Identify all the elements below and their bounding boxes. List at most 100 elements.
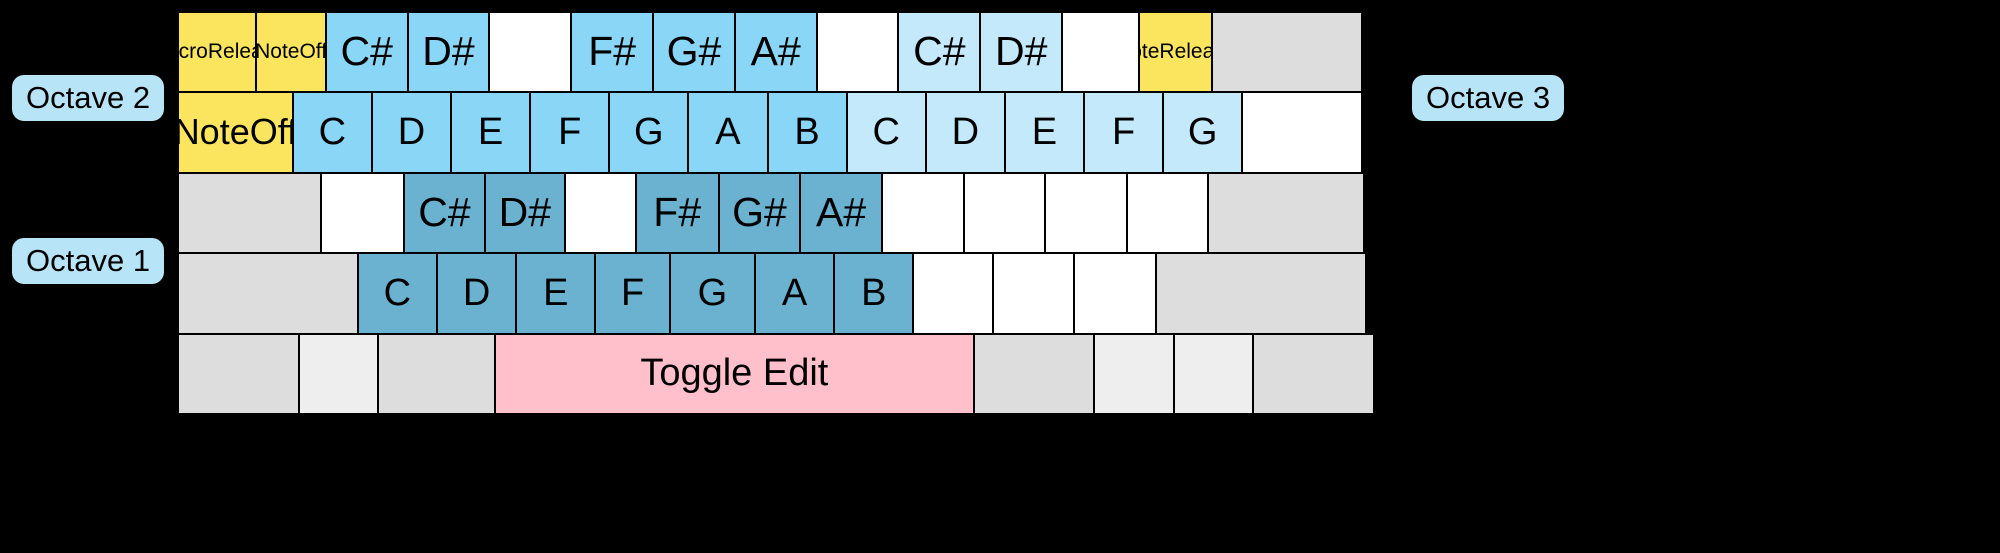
key-blank-r0c8 bbox=[815, 11, 900, 94]
key-label-line: B bbox=[861, 271, 887, 314]
key-label-line: C# bbox=[418, 189, 471, 236]
key-blank-r3c11 bbox=[1154, 252, 1367, 335]
key-label-line: E bbox=[477, 111, 504, 154]
key-blank-r3c10 bbox=[1073, 252, 1157, 335]
key-blank-r2c4 bbox=[564, 171, 637, 255]
key-csharp-r0c2[interactable]: C# bbox=[324, 11, 409, 94]
key-f-r1c11[interactable]: F bbox=[1083, 91, 1165, 174]
key-note-release-r0c12[interactable]: NoteRelease bbox=[1138, 11, 1214, 94]
key-blank-r2c1 bbox=[320, 171, 406, 255]
key-blank-r3c8 bbox=[912, 252, 994, 335]
key-blank-r2c12 bbox=[1207, 171, 1365, 255]
key-e-r1c3[interactable]: E bbox=[450, 91, 532, 174]
key-blank-r0c13 bbox=[1211, 11, 1363, 94]
key-label-line: Toggle Edit bbox=[640, 352, 829, 395]
key-label-line: C bbox=[872, 111, 900, 154]
key-csharp-r2c2[interactable]: C# bbox=[403, 171, 486, 255]
key-label-line: B bbox=[794, 111, 820, 154]
key-dsharp-r0c10[interactable]: D# bbox=[979, 11, 1064, 94]
key-macro-release-r0c0[interactable]: MacroRelease bbox=[177, 11, 258, 94]
key-blank-r4c4 bbox=[972, 332, 1096, 415]
key-g-r1c12[interactable]: G bbox=[1162, 91, 1244, 174]
bottom-modifier-row: Toggle Edit bbox=[177, 332, 1389, 415]
key-f-r3c4[interactable]: F bbox=[594, 252, 671, 335]
key-dsharp-r0c3[interactable]: D# bbox=[406, 11, 491, 94]
key-g-r1c5[interactable]: G bbox=[608, 91, 690, 174]
key-fsharp-r2c5[interactable]: F# bbox=[634, 171, 720, 255]
octave2-sharps-row: MacroReleaseNoteOffC#D#F#G#A#C#D#NoteRel… bbox=[177, 11, 1389, 94]
key-blank-r4c7 bbox=[1252, 332, 1375, 415]
key-label-line: C bbox=[318, 111, 347, 154]
key-c-r1c1[interactable]: C bbox=[291, 91, 373, 174]
key-label-line: A bbox=[715, 111, 741, 154]
key-label-line: F# bbox=[588, 28, 637, 75]
key-blank-r3c0 bbox=[177, 252, 359, 335]
key-blank-r2c10 bbox=[1044, 171, 1128, 255]
key-a-r3c6[interactable]: A bbox=[754, 252, 836, 335]
key-label-line: Off bbox=[299, 40, 327, 64]
key-g-r3c5[interactable]: G bbox=[668, 252, 756, 335]
key-blank-r4c6 bbox=[1172, 332, 1255, 415]
key-a-r1c6[interactable]: A bbox=[687, 91, 769, 174]
key-label-line: D# bbox=[994, 28, 1048, 75]
key-label-line: F# bbox=[653, 189, 702, 236]
key-label-line: Macro bbox=[178, 40, 208, 64]
key-label-line: G# bbox=[732, 189, 787, 236]
key-f-r1c4[interactable]: F bbox=[529, 91, 611, 174]
key-fsharp-r0c5[interactable]: F# bbox=[570, 11, 655, 94]
key-label-line: D bbox=[951, 111, 980, 154]
key-label-line: E bbox=[1031, 111, 1058, 154]
key-gsharp-r0c6[interactable]: G# bbox=[652, 11, 736, 94]
key-label-line: Note bbox=[255, 40, 300, 64]
key-c-r3c1[interactable]: C bbox=[356, 252, 438, 335]
key-label-line: G bbox=[697, 271, 728, 314]
key-label-line: A bbox=[781, 271, 808, 314]
key-c-r1c8[interactable]: C bbox=[845, 91, 927, 174]
key-blank-r3c9 bbox=[991, 252, 1076, 335]
key-label-line: F bbox=[620, 271, 645, 314]
key-csharp-r0c9[interactable]: C# bbox=[897, 11, 982, 94]
key-e-r3c3[interactable]: E bbox=[515, 252, 597, 335]
key-label-line: Off bbox=[249, 111, 294, 153]
key-e-r1c10[interactable]: E bbox=[1003, 91, 1086, 174]
key-blank-r0c4 bbox=[488, 11, 573, 94]
key-b-r3c7[interactable]: B bbox=[833, 252, 915, 335]
key-blank-r0c11 bbox=[1061, 11, 1141, 94]
key-label-line: A# bbox=[750, 28, 801, 75]
key-label-line: C# bbox=[913, 28, 966, 75]
key-asharp-r0c7[interactable]: A# bbox=[733, 11, 818, 94]
key-toggleedit-r4c3[interactable]: Toggle Edit bbox=[494, 332, 975, 415]
key-d-r3c2[interactable]: D bbox=[436, 252, 518, 335]
key-label-line: D# bbox=[498, 189, 552, 236]
key-dsharp-r2c3[interactable]: D# bbox=[483, 171, 567, 255]
key-label-line: D bbox=[462, 271, 491, 314]
key-blank-r4c0 bbox=[177, 332, 300, 415]
key-label-line: A# bbox=[815, 189, 867, 236]
octave-1-label: Octave 1 bbox=[12, 238, 165, 284]
key-d-r1c9[interactable]: D bbox=[924, 91, 1006, 174]
key-label-line: Note bbox=[1140, 40, 1160, 64]
key-asharp-r2c7[interactable]: A# bbox=[799, 171, 883, 255]
key-label-line: Release bbox=[1159, 40, 1214, 64]
keyboard-grid: MacroReleaseNoteOffC#D#F#G#A#C#D#NoteRel… bbox=[175, 11, 1391, 417]
octave-2-label: Octave 2 bbox=[12, 75, 165, 121]
key-label-line: G# bbox=[666, 28, 722, 75]
key-blank-r1c13 bbox=[1241, 91, 1363, 174]
key-gsharp-r2c6[interactable]: G# bbox=[717, 171, 802, 255]
key-label-line: C# bbox=[340, 28, 393, 75]
key-label-line: D bbox=[397, 111, 426, 154]
key-blank-r4c2 bbox=[377, 332, 497, 415]
key-label-line: D# bbox=[422, 28, 475, 75]
key-d-r1c2[interactable]: D bbox=[370, 91, 453, 174]
key-blank-r2c9 bbox=[962, 171, 1047, 255]
key-blank-r4c1 bbox=[297, 332, 380, 415]
key-label-line: G bbox=[1187, 111, 1218, 154]
key-label-line: G bbox=[634, 111, 664, 154]
key-blank-r2c0 bbox=[177, 171, 323, 255]
key-b-r1c7[interactable]: B bbox=[766, 91, 848, 174]
